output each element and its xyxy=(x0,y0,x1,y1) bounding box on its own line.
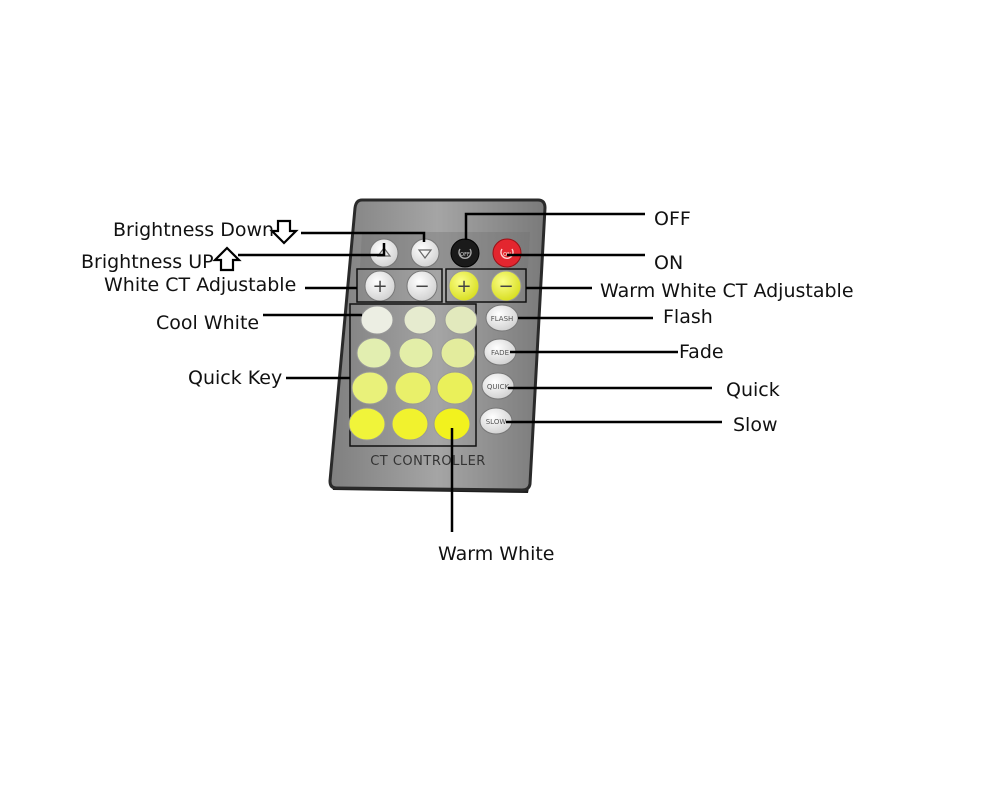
label-cool-white: Cool White xyxy=(156,312,259,334)
quick-key-button[interactable] xyxy=(403,305,437,335)
quick-key-box xyxy=(349,303,477,447)
remote-controller: OFF ON + − + − xyxy=(328,198,547,493)
minus-icon: − xyxy=(414,276,429,297)
quick-key-button[interactable] xyxy=(436,371,474,405)
warm-ct-minus-button[interactable]: − xyxy=(490,270,522,302)
label-brightness-up: Brightness UP xyxy=(81,251,214,273)
flash-button[interactable]: FLASH xyxy=(485,304,519,332)
label-white-ct: White CT Adjustable xyxy=(104,274,296,296)
white-ct-minus-button[interactable]: − xyxy=(406,270,438,302)
remote-brand-label: CT CONTROLLER xyxy=(370,454,486,469)
slow-button-text: SLOW xyxy=(486,418,507,426)
arrow-up-icon xyxy=(212,246,242,272)
quick-key-button[interactable] xyxy=(394,371,432,405)
warm-ct-box xyxy=(445,268,527,303)
warm-ct-plus-button[interactable]: + xyxy=(448,270,480,302)
quick-button[interactable]: QUICK xyxy=(481,372,515,400)
plus-icon: + xyxy=(372,276,387,297)
on-button[interactable]: ON xyxy=(492,238,522,268)
label-fade: Fade xyxy=(679,341,724,363)
label-warm-white: Warm White xyxy=(438,543,555,565)
brightness-down-button[interactable] xyxy=(410,238,440,268)
leader-off xyxy=(464,212,645,240)
label-brightness-down: Brightness Down xyxy=(113,219,274,241)
quick-key-button[interactable] xyxy=(440,337,476,369)
minus-icon: − xyxy=(498,276,513,297)
arrow-down-icon xyxy=(269,219,299,245)
quick-key-button[interactable] xyxy=(351,371,389,405)
house-down-icon xyxy=(417,249,433,259)
quick-button-text: QUICK xyxy=(487,383,510,391)
quick-key-button[interactable] xyxy=(348,407,386,441)
fade-button-text: FADE xyxy=(491,349,509,357)
quick-key-grid xyxy=(348,305,478,441)
label-flash: Flash xyxy=(663,306,713,328)
label-quick-key: Quick Key xyxy=(188,367,282,389)
leader-brightness-up xyxy=(238,243,386,257)
label-slow: Slow xyxy=(733,414,778,436)
remote-top-panel xyxy=(360,232,530,268)
off-button-text: OFF xyxy=(460,252,470,258)
quick-key-button[interactable] xyxy=(444,305,478,335)
quick-key-button[interactable] xyxy=(398,337,434,369)
off-button[interactable]: OFF xyxy=(450,238,480,268)
label-on: ON xyxy=(654,252,683,274)
white-ct-box xyxy=(356,268,443,303)
label-warm-white-ct: Warm White CT Adjustable xyxy=(600,280,854,302)
flash-button-text: FLASH xyxy=(491,315,514,323)
power-on-icon xyxy=(500,248,514,259)
leader-brightness-down xyxy=(301,231,426,242)
white-ct-plus-button[interactable]: + xyxy=(364,270,396,302)
label-quick: Quick xyxy=(726,379,780,401)
quick-key-button[interactable] xyxy=(391,407,429,441)
cool-white-button[interactable] xyxy=(360,305,394,335)
power-off-icon xyxy=(458,248,472,259)
label-off: OFF xyxy=(654,208,691,230)
leader-lines xyxy=(238,212,722,532)
plus-icon: + xyxy=(456,276,471,297)
quick-key-button[interactable] xyxy=(356,337,392,369)
